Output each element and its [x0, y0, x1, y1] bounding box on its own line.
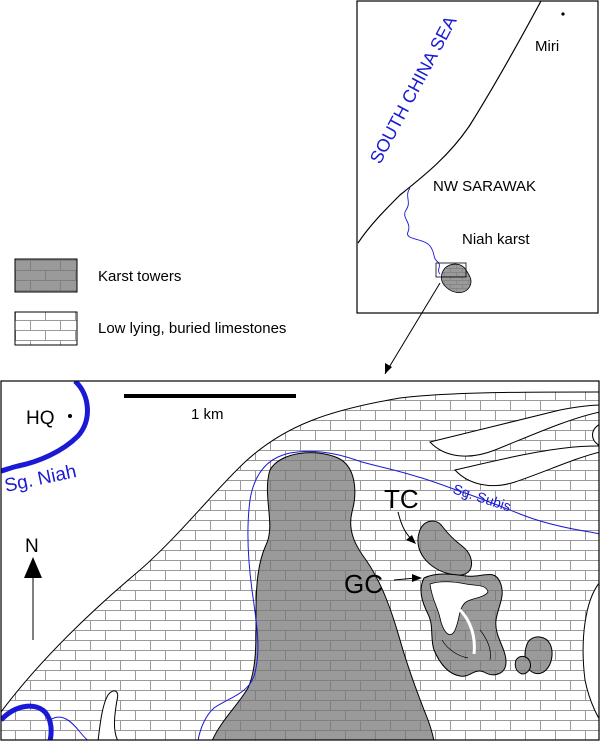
hq-dot — [68, 414, 72, 418]
karst-tower-east-small — [514, 655, 531, 675]
hq-label: HQ — [26, 408, 55, 429]
ne-embayment-1 — [429, 404, 599, 457]
miri-label: Miri — [535, 38, 559, 55]
niah-karst-label: Niah karst — [462, 231, 530, 248]
ne-embayment-2 — [454, 445, 599, 487]
legend: Karst towers Low lying, buried limestone… — [14, 258, 286, 346]
main-frame — [0, 380, 600, 741]
east-embayment — [582, 582, 599, 720]
ne-embayment-3 — [592, 424, 599, 446]
main-map: HQ 1 km N Sg. Niah Sg. Subis TC GC — [0, 380, 600, 741]
karst-tower-main — [211, 452, 435, 740]
karst-tower-tc — [417, 520, 473, 576]
pointer-arrow — [384, 282, 441, 375]
river-niah — [1, 381, 90, 474]
legend-label-limestone: Low lying, buried limestones — [98, 320, 286, 337]
region-label: NW SARAWAK — [433, 178, 536, 195]
river-niah-south — [1, 703, 54, 740]
sw-embayment — [97, 690, 119, 740]
north-arrow-icon — [24, 557, 42, 640]
legend-swatch-karst — [14, 258, 78, 293]
tc-label: TC — [384, 484, 419, 514]
inset-karst-area — [440, 263, 472, 293]
gc-label: GC — [344, 569, 383, 599]
gc-inner-channel — [458, 608, 476, 655]
gc-inner-lines — [441, 629, 491, 661]
inset-map: SOUTH CHINA SEA Miri NW SARAWAK Niah kar… — [356, 0, 599, 314]
inset-coastline — [357, 0, 542, 244]
gc-open-valley — [429, 581, 489, 635]
inset-frame — [356, 0, 599, 314]
legend-swatch-limestone — [14, 311, 78, 346]
inset-locator-box — [435, 262, 467, 278]
river-subis — [197, 450, 599, 740]
scale-label: 1 km — [191, 406, 224, 423]
legend-label-karst: Karst towers — [98, 268, 181, 285]
north-label: N — [25, 536, 39, 557]
river-niah-tributary — [49, 716, 89, 740]
miri-dot — [561, 12, 565, 16]
